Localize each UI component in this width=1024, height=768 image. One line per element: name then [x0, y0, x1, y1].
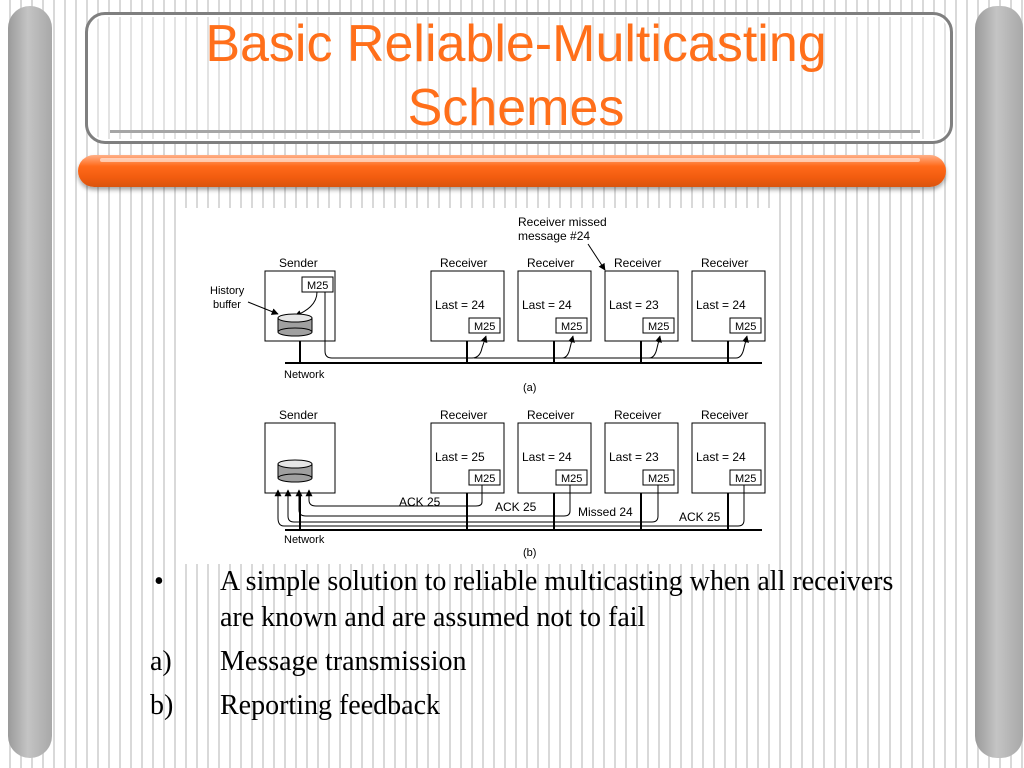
history-label-1: History: [210, 285, 245, 297]
sender-label: Sender: [279, 256, 318, 270]
receiver-label: Receiver: [440, 408, 487, 422]
network-label: Network: [284, 534, 325, 546]
message-label: M25: [307, 280, 328, 292]
slide-title-line-1: Basic Reliable-Multicasting: [205, 15, 827, 73]
bullet-text: A simple solution to reliable multicasti…: [220, 566, 894, 633]
receiver-label: Receiver: [701, 256, 748, 270]
panel-b: Sender Receiver Last = 25 M25 Receiver L…: [264, 408, 766, 559]
message-box: [468, 317, 501, 334]
bullet-item: • A simple solution to reliable multicas…: [140, 564, 900, 636]
title-frame: [85, 12, 953, 144]
receiver-label: Receiver: [440, 256, 487, 270]
message-box: [642, 317, 675, 334]
bullet-marker: a): [150, 646, 172, 677]
message-box: [468, 469, 501, 486]
bullet-marker: •: [154, 566, 164, 597]
panel-a-caption: (a): [523, 382, 536, 394]
history-buffer-icon: [277, 459, 313, 483]
bullet-item: b) Reporting feedback: [140, 688, 900, 724]
title-frame-underline: [110, 130, 920, 133]
message-label: M25: [735, 473, 756, 485]
receiver-label: Receiver: [614, 256, 661, 270]
history-buffer-icon: [277, 313, 313, 337]
receiver-last-value: Last = 23: [609, 450, 659, 464]
right-decorative-pillar: [975, 6, 1023, 758]
bullet-list: • A simple solution to reliable multicas…: [140, 564, 900, 732]
message-label: M25: [561, 473, 582, 485]
feedback-label: ACK 25: [495, 500, 537, 514]
receiver-last-value: Last = 24: [522, 450, 572, 464]
panel-a: Sender M25 History buffer Receiver Last …: [210, 256, 766, 394]
message-label: M25: [474, 321, 495, 333]
sender-label: Sender: [279, 408, 318, 422]
annotation-text-2: message #24: [518, 229, 590, 243]
message-label: M25: [648, 473, 669, 485]
left-decorative-pillar: [8, 6, 52, 758]
receiver-label: Receiver: [614, 408, 661, 422]
receiver-last-value: Last = 25: [435, 450, 485, 464]
bullet-marker: b): [150, 690, 174, 721]
history-arrow: [247, 301, 279, 315]
feedback-path: [305, 485, 483, 507]
slide-title: Basic Reliable-Multicasting Schemes: [85, 12, 947, 140]
sender-box: [264, 422, 336, 494]
message-box: [729, 469, 762, 486]
annotation-text-1: Receiver missed: [518, 215, 607, 229]
bullet-text: Message transmission: [220, 646, 467, 677]
multicast-figure: Receiver missed message #24 Sender M25 H…: [182, 208, 778, 564]
bullet-text: Reporting feedback: [220, 690, 441, 721]
message-label: M25: [474, 473, 495, 485]
network-label: Network: [284, 369, 325, 381]
slide-title-line-2: Schemes: [407, 79, 625, 137]
receiver-last-value: Last = 24: [696, 450, 746, 464]
receiver-label: Receiver: [527, 408, 574, 422]
message-label: M25: [648, 321, 669, 333]
message-box: [555, 469, 588, 486]
title-divider-shine: [100, 158, 920, 162]
receiver-last-value: Last = 23: [609, 298, 659, 312]
multicast-diagram: Receiver missed message #24 Sender M25 H…: [210, 215, 766, 559]
receiver-last-value: Last = 24: [696, 298, 746, 312]
message-box: [555, 317, 588, 334]
message-label: M25: [561, 321, 582, 333]
bullet-item: a) Message transmission: [140, 644, 900, 680]
receiver-last-value: Last = 24: [522, 298, 572, 312]
feedback-label: Missed 24: [578, 505, 633, 519]
receiver-label: Receiver: [701, 408, 748, 422]
multicast-path: [324, 292, 488, 359]
annotation-arrow: [587, 243, 606, 271]
panel-b-caption: (b): [523, 547, 536, 559]
message-box: [729, 317, 762, 334]
receiver-label: Receiver: [527, 256, 574, 270]
message-label: M25: [735, 321, 756, 333]
feedback-label: ACK 25: [679, 510, 721, 524]
receiver-last-value: Last = 24: [435, 298, 485, 312]
feedback-label: ACK 25: [399, 495, 441, 509]
history-label-2: buffer: [213, 299, 241, 311]
